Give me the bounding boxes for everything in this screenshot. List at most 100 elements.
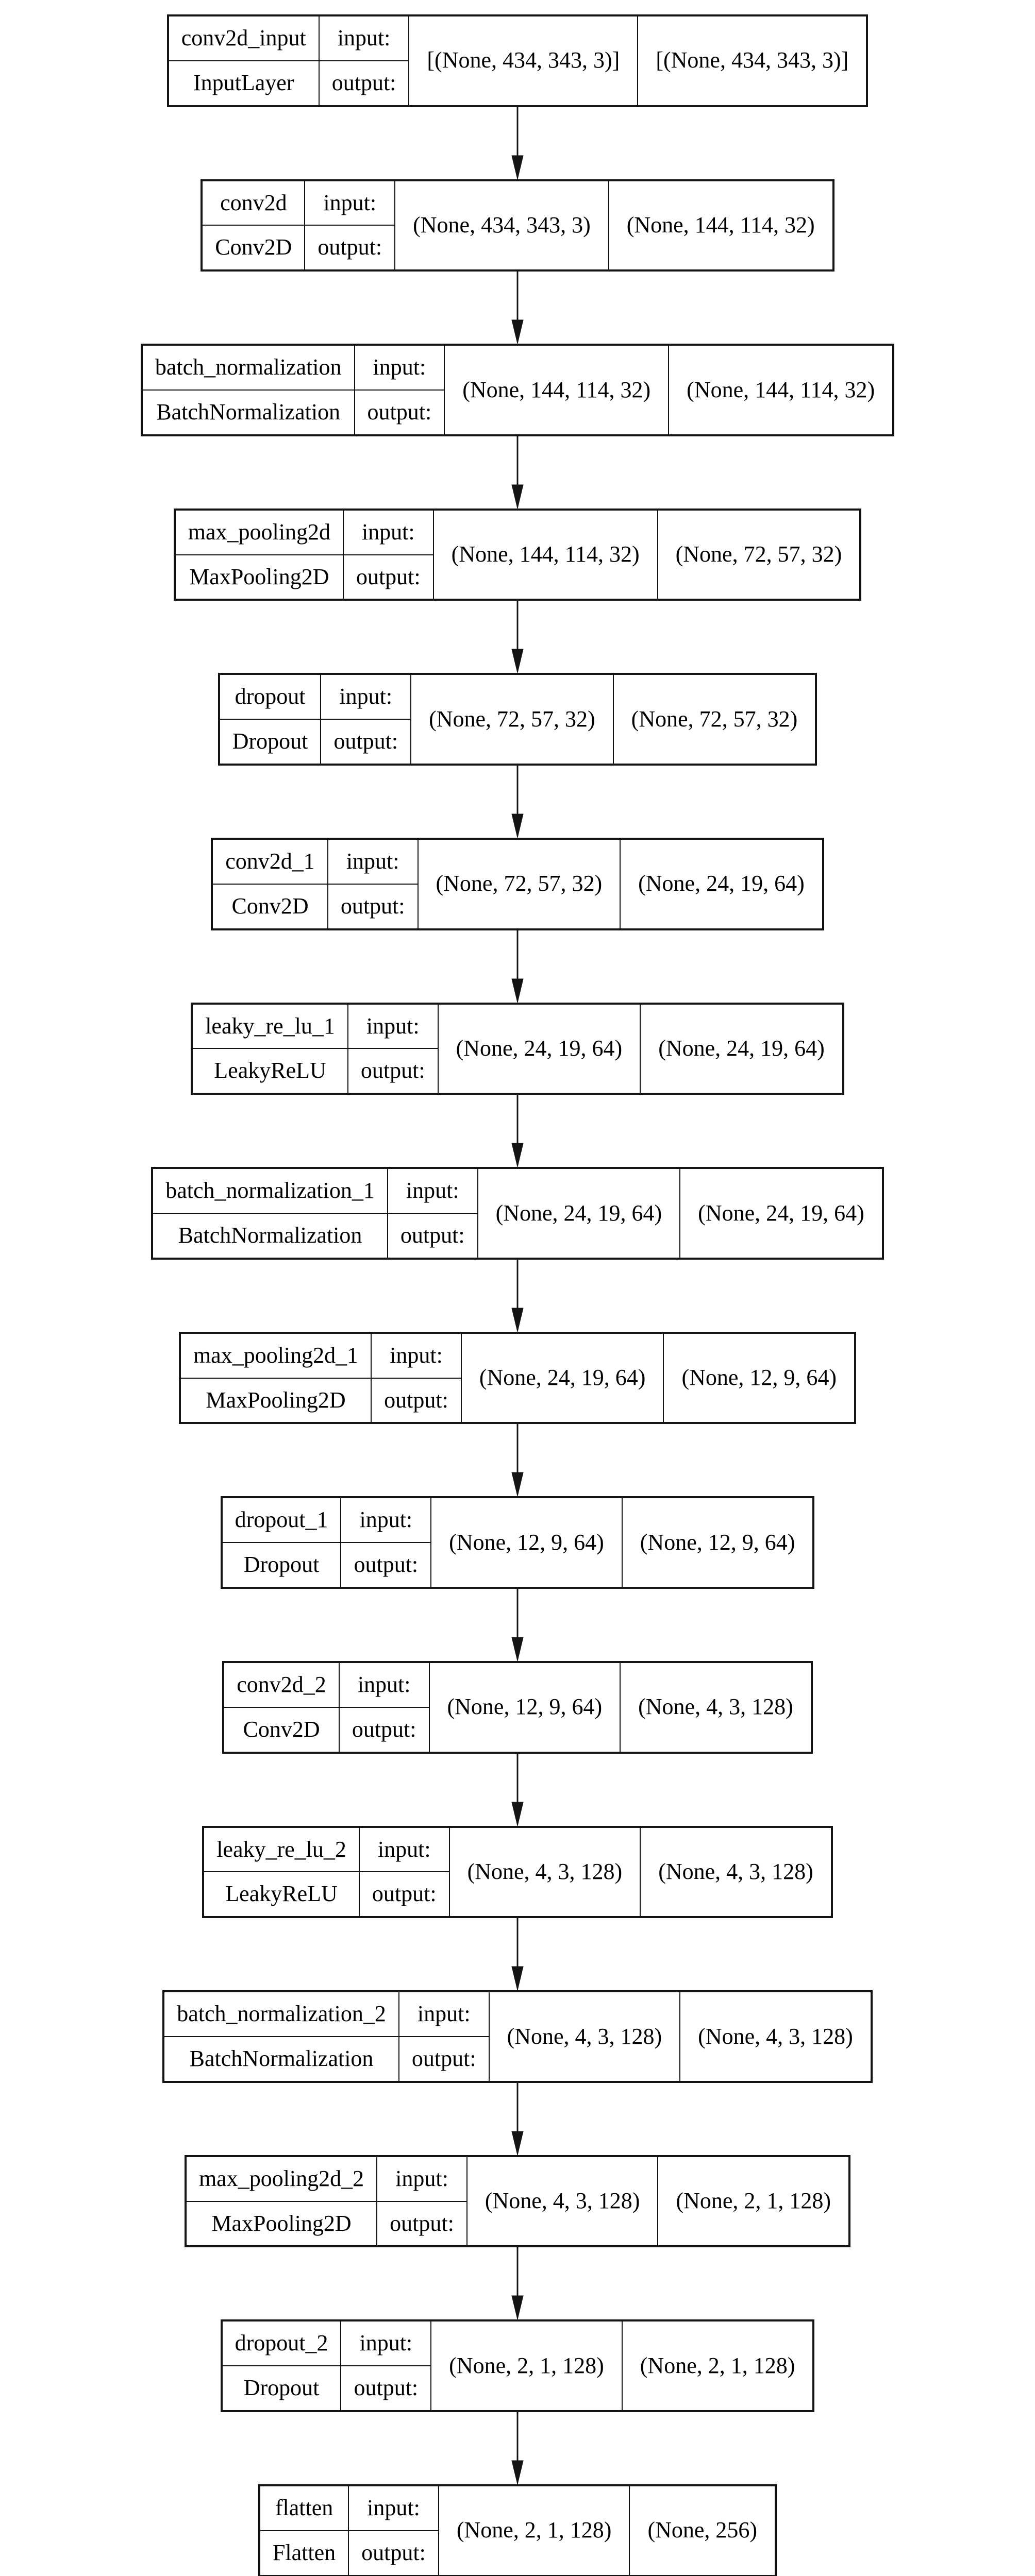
- output-label: output:: [304, 225, 396, 272]
- layer-class: BatchNormalization: [141, 389, 355, 436]
- arrow-connector: [506, 930, 529, 1003]
- layer-name: batch_normalization_2: [163, 1991, 399, 2037]
- layer-class: Dropout: [221, 1542, 342, 1588]
- arrow-down-icon: [511, 272, 524, 344]
- arrow-connector: [506, 765, 529, 838]
- arrow-connector: [506, 1259, 529, 1332]
- layer-node: dropout_1 input: (None, 12, 9, 64) (None…: [220, 1496, 815, 1589]
- layer-name: conv2d_2: [223, 1661, 340, 1708]
- layer-name: max_pooling2d_2: [185, 2155, 378, 2202]
- output-shape: (None, 144, 114, 32): [608, 179, 834, 272]
- input-label: input:: [348, 2484, 439, 2531]
- arrow-connector: [506, 1424, 529, 1497]
- arrow-down-icon: [511, 2412, 524, 2484]
- layer-node: max_pooling2d input: (None, 144, 114, 32…: [173, 508, 862, 601]
- layer-name: conv2d_1: [211, 838, 328, 885]
- input-label: input:: [338, 1661, 430, 1708]
- input-shape: (None, 434, 343, 3): [394, 179, 609, 272]
- output-label: output:: [347, 1048, 439, 1095]
- arrow-down-icon: [511, 930, 524, 1003]
- input-shape: (None, 12, 9, 64): [430, 1497, 623, 1588]
- input-shape: (None, 12, 9, 64): [428, 1661, 621, 1753]
- input-label: input:: [327, 838, 419, 885]
- input-label: input:: [371, 1332, 462, 1379]
- layer-node: conv2d_input input: [(None, 434, 343, 3)…: [166, 14, 869, 107]
- layer-node: dropout_2 input: (None, 2, 1, 128) (None…: [220, 2319, 815, 2412]
- layer-node: flatten input: (None, 2, 1, 128) (None, …: [258, 2484, 777, 2576]
- input-shape: (None, 24, 19, 64): [477, 1167, 681, 1259]
- input-shape: (None, 72, 57, 32): [410, 673, 614, 765]
- arrow-down-icon: [511, 436, 524, 509]
- output-shape: [(None, 434, 343, 3)]: [637, 15, 868, 107]
- arrow-down-icon: [511, 765, 524, 838]
- layer-name: conv2d_input: [167, 15, 320, 61]
- layer-class: LeakyReLU: [203, 1871, 360, 1918]
- input-label: input:: [358, 1826, 450, 1873]
- layer-node: leaky_re_lu_1 input: (None, 24, 19, 64) …: [191, 1002, 844, 1095]
- output-label: output:: [327, 883, 419, 930]
- layer-class: Flatten: [258, 2530, 349, 2576]
- output-shape: (None, 12, 9, 64): [663, 1332, 856, 1424]
- output-label: output:: [358, 1871, 450, 1918]
- layer-class: BatchNormalization: [152, 1212, 388, 1259]
- arrow-down-icon: [511, 1424, 524, 1497]
- output-label: output:: [371, 1377, 462, 1424]
- input-shape: (None, 4, 3, 128): [448, 1826, 641, 1918]
- arrow-connector: [506, 601, 529, 673]
- arrow-connector: [506, 2247, 529, 2320]
- arrow-down-icon: [511, 601, 524, 673]
- layer-class: BatchNormalization: [163, 2036, 399, 2082]
- input-shape: [(None, 434, 343, 3)]: [408, 15, 639, 107]
- arrow-down-icon: [511, 107, 524, 179]
- output-label: output:: [318, 60, 410, 107]
- input-shape: (None, 144, 114, 32): [432, 509, 658, 601]
- layer-name: max_pooling2d_1: [179, 1332, 372, 1379]
- output-shape: (None, 4, 3, 128): [640, 1826, 832, 1918]
- arrow-down-icon: [511, 1095, 524, 1167]
- layer-node: batch_normalization_2 input: (None, 4, 3…: [162, 1990, 873, 2083]
- input-shape: (None, 24, 19, 64): [460, 1332, 664, 1424]
- input-label: input:: [340, 2320, 432, 2367]
- output-label: output:: [376, 2200, 468, 2247]
- layer-node: dropout input: (None, 72, 57, 32) (None,…: [218, 673, 817, 766]
- input-label: input:: [354, 344, 445, 391]
- input-label: input:: [376, 2155, 468, 2202]
- input-shape: (None, 144, 114, 32): [444, 344, 670, 436]
- output-label: output:: [320, 719, 412, 765]
- layer-name: conv2d: [201, 179, 306, 226]
- output-label: output:: [342, 554, 434, 601]
- output-shape: (None, 2, 1, 128): [621, 2320, 814, 2412]
- layer-name: leaky_re_lu_1: [191, 1003, 348, 1049]
- output-label: output:: [338, 1706, 430, 1753]
- input-label: input:: [304, 179, 396, 226]
- layer-name: batch_normalization: [141, 344, 355, 391]
- arrow-connector: [506, 2082, 529, 2155]
- layer-name: leaky_re_lu_2: [203, 1826, 360, 1873]
- output-shape: (None, 4, 3, 128): [620, 1661, 812, 1753]
- output-label: output:: [340, 2365, 432, 2412]
- arrow-down-icon: [511, 1918, 524, 1991]
- layer-node: batch_normalization_1 input: (None, 24, …: [151, 1167, 884, 1260]
- input-shape: (None, 2, 1, 128): [438, 2484, 630, 2576]
- layer-class: Conv2D: [223, 1706, 340, 1753]
- layer-class: MaxPooling2D: [179, 1377, 372, 1424]
- layer-name: dropout_2: [221, 2320, 342, 2367]
- arrow-down-icon: [511, 2247, 524, 2320]
- arrow-down-icon: [511, 1259, 524, 1332]
- layer-node: leaky_re_lu_2 input: (None, 4, 3, 128) (…: [202, 1825, 833, 1919]
- input-label: input:: [347, 1003, 439, 1049]
- output-shape: (None, 2, 1, 128): [657, 2155, 850, 2247]
- arrow-connector: [506, 107, 529, 179]
- layer-name: batch_normalization_1: [152, 1167, 388, 1214]
- layer-node: max_pooling2d_1 input: (None, 24, 19, 64…: [178, 1331, 857, 1425]
- arrow-connector: [506, 1753, 529, 1826]
- arrow-connector: [506, 272, 529, 344]
- output-shape: (None, 24, 19, 64): [620, 838, 824, 930]
- output-label: output:: [398, 2036, 490, 2082]
- layer-node: conv2d_1 input: (None, 72, 57, 32) (None…: [211, 837, 824, 930]
- input-shape: (None, 24, 19, 64): [437, 1003, 641, 1095]
- output-shape: (None, 4, 3, 128): [679, 1991, 872, 2082]
- input-label: input:: [398, 1991, 490, 2037]
- output-label: output:: [354, 389, 445, 436]
- layer-node: batch_normalization input: (None, 144, 1…: [140, 344, 895, 436]
